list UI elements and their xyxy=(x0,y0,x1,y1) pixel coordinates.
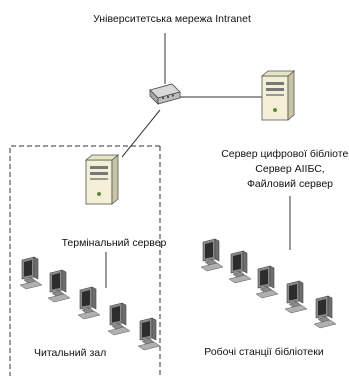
reading-room-boundary xyxy=(9,145,161,376)
reading-room-computer-icon xyxy=(107,302,131,336)
network-switch-icon xyxy=(149,83,181,105)
library-workstations xyxy=(200,238,337,329)
connections xyxy=(105,33,291,288)
library-workstation-icon xyxy=(313,295,337,329)
terminal-server-icon xyxy=(85,154,119,205)
library-workstation-icon xyxy=(255,265,279,299)
library-server-label-line-1: Сервер цифрової бібліотеки xyxy=(221,148,349,160)
library-server-label-line-2: Сервер АІІБС, xyxy=(255,163,324,175)
library-server-icon xyxy=(261,70,295,121)
reading-room-workstations xyxy=(19,256,161,351)
terminal-server-label: Термінальний сервер xyxy=(62,237,167,249)
reading-room-computer-icon xyxy=(47,269,71,303)
reading-room-label: Читальний зал xyxy=(34,347,106,359)
intranet-label: Університетська мережа Intranet xyxy=(93,13,251,25)
reading-room-computer-icon xyxy=(137,317,161,351)
library-workstations-label: Робочі станції бібліотеки xyxy=(204,346,324,358)
library-workstation-icon xyxy=(228,250,252,284)
reading-room-computer-icon xyxy=(77,286,101,320)
switch-to-terminal-server-link xyxy=(121,109,161,158)
reading-room-computer-icon xyxy=(19,256,43,290)
library-server-label-line-3: Файловий сервер xyxy=(247,178,333,190)
library-workstation-icon xyxy=(284,280,308,314)
library-workstation-icon xyxy=(200,238,224,272)
